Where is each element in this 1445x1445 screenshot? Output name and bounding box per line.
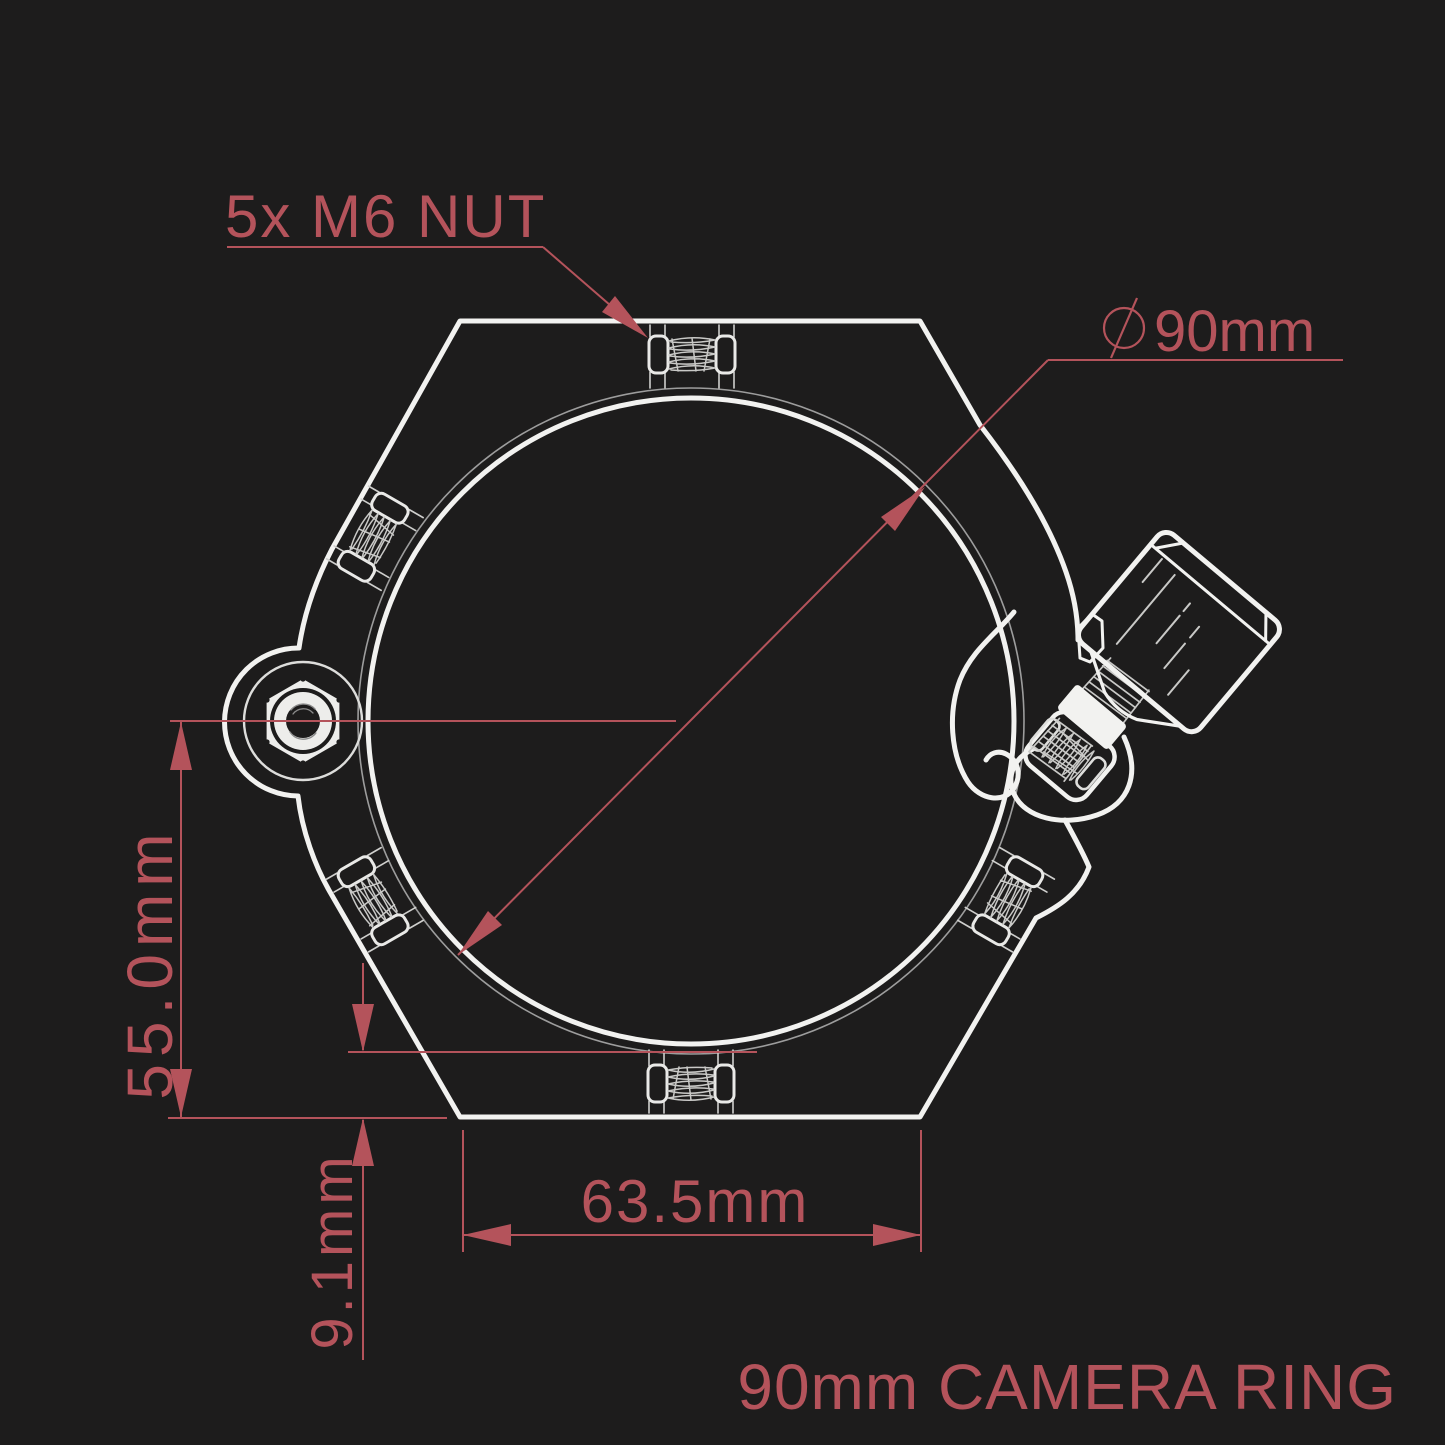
offset-dim-label: 9.1mm	[300, 1152, 365, 1349]
arrowhead-down	[352, 1004, 374, 1052]
hinge-nut-vertex-notches	[264, 676, 342, 766]
dimension-height-55mm	[168, 720, 676, 1119]
ring-line-art	[222, 318, 1282, 1120]
thumbscrew-knob	[1075, 529, 1282, 735]
clamp-hook	[950, 609, 1021, 801]
arrowhead-ne	[881, 487, 925, 531]
m6-nut-top	[649, 325, 735, 388]
clamp-lug	[1008, 734, 1135, 823]
m6-nut-lower-left	[326, 847, 424, 953]
callout-leader-m6-nut	[227, 246, 648, 338]
thumbscrew-shank	[1058, 685, 1126, 749]
dimension-width-63mm	[462, 1130, 922, 1252]
dimension-diameter-90mm	[457, 297, 1343, 956]
dimension-layer	[168, 246, 1343, 1360]
clamp-assembly	[950, 529, 1282, 823]
nut-callout-label: 5x M6 NUT	[225, 183, 546, 250]
arrowhead-left	[463, 1224, 511, 1246]
arrowhead-up	[170, 722, 192, 770]
diameter-symbol-icon	[1102, 297, 1146, 359]
dimension-offset-9mm	[348, 963, 757, 1360]
m6-nut-bottom	[648, 1050, 734, 1113]
arrowhead-up	[352, 1118, 374, 1166]
thumbscrew-threads-lower	[1028, 717, 1094, 783]
width-dim-label: 63.5mm	[581, 1168, 810, 1235]
annotation-text-layer: 5x M6 NUT 90mm 55.0mm 9.1mm 63.5mm 90mm …	[114, 183, 1397, 1423]
arrowhead-right	[873, 1224, 921, 1246]
hex-body-outline	[222, 318, 1092, 1120]
arrowhead-sw	[458, 911, 502, 955]
diameter-dim-label: 90mm	[1154, 299, 1315, 364]
arrowhead-down	[170, 1069, 192, 1117]
hinge-thread-marks	[289, 703, 317, 740]
drawing-title: 90mm CAMERA RING	[737, 1351, 1397, 1423]
arrowhead-se	[602, 296, 648, 338]
height-dim-label: 55.0mm	[114, 826, 186, 1099]
